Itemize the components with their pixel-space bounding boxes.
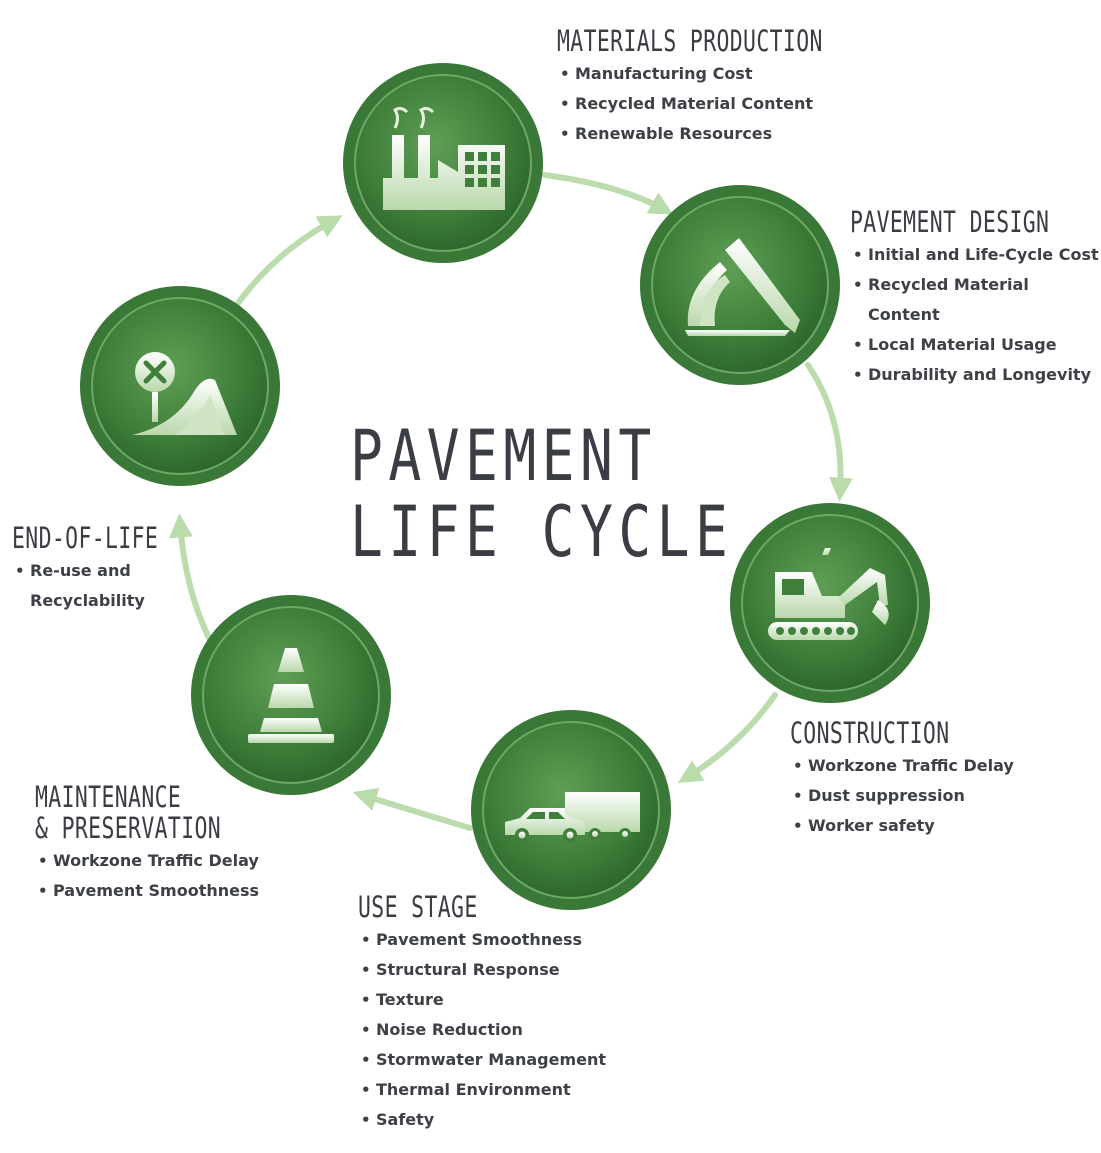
criteria-item: Durability and Longevity	[850, 360, 1101, 390]
stage-criteria-list: Initial and Life-Cycle Cost Recycled Mat…	[850, 240, 1101, 390]
stage-criteria-list: Manufacturing Cost Recycled Material Con…	[557, 59, 916, 149]
criteria-item: Re-use and Recyclability	[12, 556, 150, 616]
stage-criteria-list: Pavement Smoothness Structural Response …	[358, 925, 606, 1135]
arrow-construction-to-use	[677, 692, 778, 784]
criteria-item: Noise Reduction	[358, 1015, 606, 1045]
stage-end-of-life: END-OF-LIFE Re-use and Recyclability	[12, 523, 210, 616]
stage-criteria-list: Re-use and Recyclability	[12, 556, 210, 616]
arrow-endoflife-to-materials	[229, 215, 343, 315]
arrow-design-to-construction	[805, 362, 853, 502]
criteria-item: Recycled Material Content	[850, 270, 1033, 330]
arrow-maintenance-to-endoflife	[169, 513, 213, 643]
drafting-tool-icon	[685, 238, 800, 336]
diagram-center-title: PAVEMENT LIFE CYCLE	[350, 415, 734, 573]
criteria-item: Manufacturing Cost	[557, 59, 916, 89]
criteria-item: Workzone Traffic Delay	[35, 846, 286, 876]
road-closed-sign-icon	[132, 352, 237, 435]
criteria-item: Safety	[358, 1105, 606, 1135]
stage-maintenance-preservation: MAINTENANCE & PRESERVATION Workzone Traf…	[35, 780, 286, 907]
criteria-item: Stormwater Management	[358, 1045, 606, 1075]
arrow-use-to-maintenance	[352, 787, 473, 831]
arrow-materials-to-design	[542, 172, 674, 215]
criteria-item: Recycled Material Content	[557, 89, 916, 119]
stage-node-end-of-life	[80, 286, 280, 486]
excavator-icon	[768, 548, 889, 640]
stage-title: USE STAGE	[358, 890, 478, 924]
criteria-item: Dust suppression	[790, 781, 1014, 811]
center-title-line1: PAVEMENT	[350, 415, 657, 497]
criteria-item: Structural Response	[358, 955, 606, 985]
factory-icon	[383, 106, 505, 210]
stage-node-construction	[730, 503, 930, 703]
stage-use-stage: USE STAGE Pavement Smoothness Structural…	[358, 890, 606, 1136]
stage-criteria-list: Workzone Traffic Delay Pavement Smoothne…	[35, 846, 286, 906]
criteria-item: Pavement Smoothness	[358, 925, 606, 955]
car-and-truck-icon	[505, 792, 640, 842]
stage-title: CONSTRUCTION	[790, 716, 950, 750]
stage-pavement-design: PAVEMENT DESIGN Initial and Life-Cycle C…	[850, 205, 1101, 391]
stage-materials-production: MATERIALS PRODUCTION Manufacturing Cost …	[557, 24, 916, 150]
stage-node-pavement-design	[640, 185, 840, 385]
criteria-item: Worker safety	[790, 811, 1014, 841]
criteria-item: Initial and Life-Cycle Cost	[850, 240, 1101, 270]
stage-criteria-list: Workzone Traffic Delay Dust suppression …	[790, 751, 1014, 841]
criteria-item: Workzone Traffic Delay	[790, 751, 1014, 781]
stage-title: PAVEMENT DESIGN	[850, 205, 1050, 239]
criteria-item: Thermal Environment	[358, 1075, 606, 1105]
criteria-item: Texture	[358, 985, 606, 1015]
stage-title: END-OF-LIFE	[12, 521, 159, 555]
cycle-arrows	[169, 172, 853, 831]
stage-construction: CONSTRUCTION Workzone Traffic Delay Dust…	[790, 716, 1014, 842]
traffic-cone-icon	[248, 648, 334, 743]
center-title-line2: LIFE CYCLE	[350, 491, 734, 573]
stage-node-materials-production	[343, 63, 543, 263]
stage-node-use-stage	[471, 710, 671, 910]
stage-title-line1: MAINTENANCE	[35, 780, 182, 814]
criteria-item: Local Material Usage	[850, 330, 1101, 360]
criteria-item: Pavement Smoothness	[35, 876, 286, 906]
stage-title: MATERIALS PRODUCTION	[557, 24, 823, 58]
criteria-item: Renewable Resources	[557, 119, 916, 149]
stage-title-line2: & PRESERVATION	[35, 811, 222, 845]
stage-node-maintenance-preservation	[191, 595, 391, 795]
